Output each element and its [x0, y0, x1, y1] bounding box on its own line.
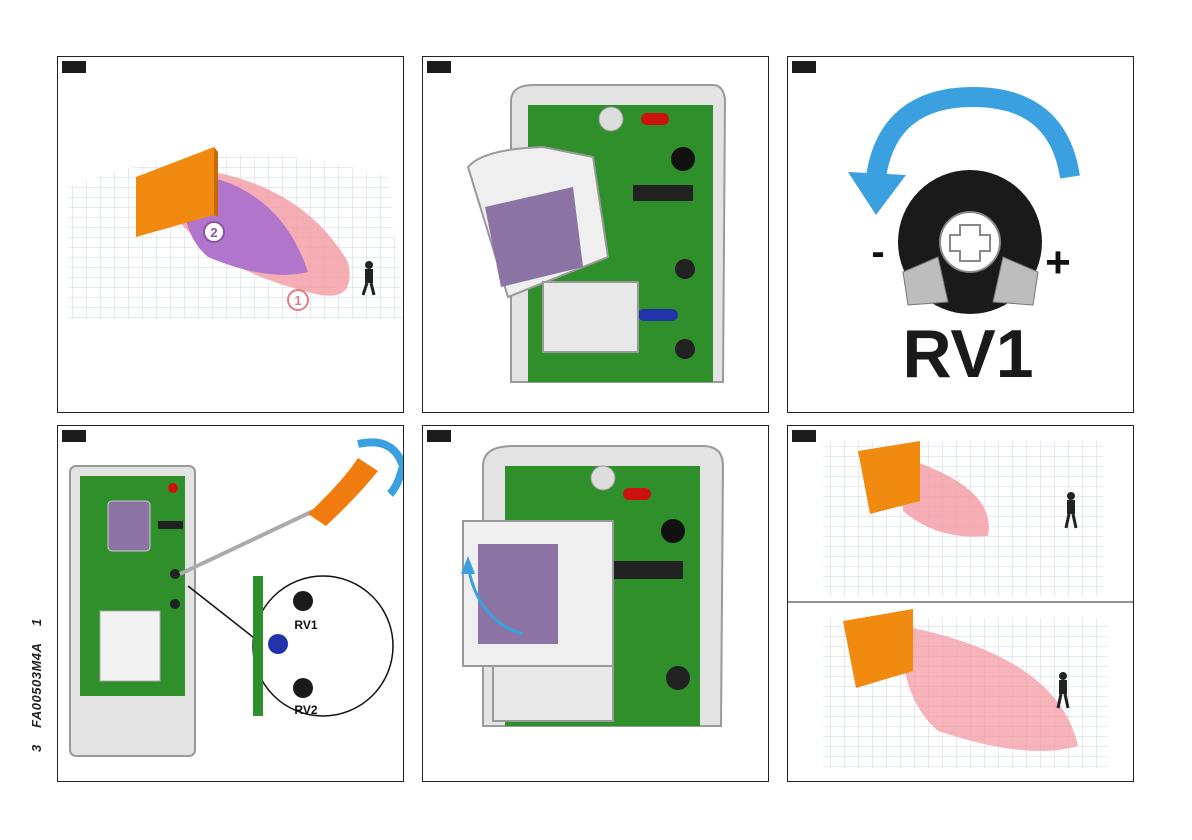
- callout-label-rv2: RV2: [294, 703, 317, 717]
- figure-4-illustration: RV1 RV2: [58, 426, 403, 781]
- terminal-block: [100, 611, 160, 681]
- minus-sign: -: [871, 230, 884, 274]
- sensor-lens: [478, 544, 558, 644]
- trimmer-rv1: [675, 259, 695, 279]
- blue-led: [638, 309, 678, 321]
- callout-label-rv1: RV1: [294, 618, 317, 632]
- dip-switch: [158, 521, 183, 529]
- red-led: [623, 488, 651, 500]
- figure-4-adjust-trimmer: RV1 RV2: [57, 425, 404, 782]
- screwdriver-handle: [308, 458, 378, 526]
- zone-1-label: 1: [294, 293, 301, 308]
- callout-blue-led: [268, 634, 288, 654]
- figure-1-detection-zones: 1 2: [57, 56, 404, 413]
- figure-6-illustration: [788, 426, 1133, 781]
- document-code: FA00503M4A: [29, 643, 44, 728]
- sensor-bracket: [543, 282, 638, 352]
- figure-5-sensor-rotation: [422, 425, 769, 782]
- figure-1-illustration: 1 2: [58, 57, 403, 412]
- trimmer-rv2-small: [170, 599, 180, 609]
- buzzer: [671, 147, 695, 171]
- callout-leader: [188, 586, 258, 641]
- sensor-bracket: [493, 666, 613, 721]
- figure-number-tag: [427, 430, 451, 442]
- screwdriver-shaft: [180, 504, 328, 574]
- trimmer-rv1: [666, 666, 690, 690]
- figure-number-tag: [792, 430, 816, 442]
- callout-trimmer-rv1: [293, 591, 313, 611]
- red-led: [641, 113, 669, 125]
- callout-trimmer-rv2: [293, 678, 313, 698]
- plus-sign: +: [1045, 238, 1071, 287]
- figure-6-zone-comparison: [787, 425, 1134, 782]
- figure-3-rv1-trimmer: - + RV1: [787, 56, 1134, 413]
- red-led: [168, 483, 178, 493]
- page-number: 3: [29, 744, 44, 752]
- trimmer-rv1-small: [170, 569, 180, 579]
- dip-switch: [633, 185, 693, 201]
- dip-switch: [603, 561, 683, 579]
- rotation-arc: [876, 97, 1070, 177]
- rotation-arrow-head: [848, 172, 906, 215]
- buzzer: [661, 519, 685, 543]
- figure-2-illustration: [423, 57, 768, 412]
- zone-2-label: 2: [210, 225, 217, 240]
- figure-number-tag: [792, 61, 816, 73]
- mounting-screw: [591, 466, 615, 490]
- trimmer-label: RV1: [902, 316, 1033, 392]
- wall-side: [214, 147, 218, 217]
- sensor-lens: [108, 501, 150, 551]
- page-index: 1: [29, 618, 44, 626]
- trimmer-rv2: [675, 339, 695, 359]
- side-document-code: 3 FA00503M4A 1: [29, 618, 44, 752]
- figure-number-tag: [62, 61, 86, 73]
- mounting-screw: [599, 107, 623, 131]
- figure-3-illustration: - + RV1: [788, 57, 1133, 412]
- figure-number-tag: [427, 61, 451, 73]
- figure-2-sensor-module: [422, 56, 769, 413]
- figure-number-tag: [62, 430, 86, 442]
- callout-pcb-edge: [253, 576, 263, 716]
- figure-5-illustration: [423, 426, 768, 781]
